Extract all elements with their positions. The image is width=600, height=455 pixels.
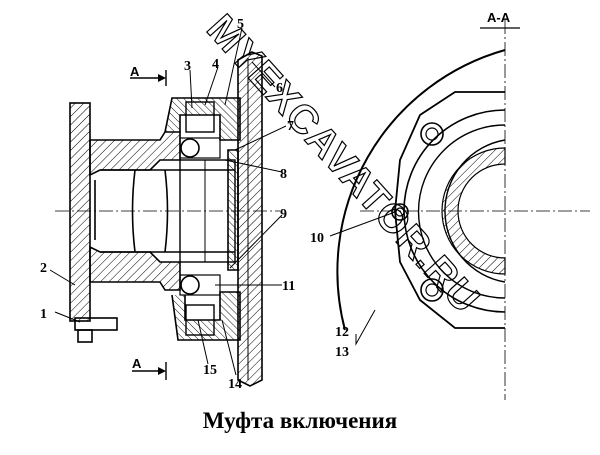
end-view-a-a [336,20,590,400]
callout-10: 10 [310,231,324,246]
callout-5: 5 [237,17,244,32]
top-piston [185,101,215,133]
callout-8: 8 [280,167,287,182]
callout-11: 11 [282,279,295,294]
bolt-head-bottom [420,278,444,302]
top-bearing-ball [180,138,200,158]
outer-disc-arc [336,49,506,331]
bottom-bearing-ball [180,275,200,295]
callout-2: 2 [40,261,47,276]
left-flange [69,102,91,322]
callout-13: 13 [335,345,349,360]
hub-top-wall [89,131,181,177]
clutch-section-view [55,51,280,387]
callout-12: 12 [335,325,349,340]
callout-4: 4 [212,57,219,72]
hub-bottom-wall [89,245,181,291]
diagram-caption: Муфта включения [202,408,398,433]
callout-3: 3 [184,59,191,74]
bolt-head-top [420,122,444,146]
callout-9: 9 [280,207,287,222]
callout-14: 14 [228,377,242,392]
section-mark-a-top: A [130,64,140,79]
section-marker-bottom: A [132,356,167,380]
pin [74,317,118,331]
bolt-head-middle [391,203,409,221]
callout-labels: 1 2 3 4 5 6 7 8 9 10 11 12 13 14 15 [40,17,349,392]
section-marker-top: A [130,64,167,86]
leader-lines [49,27,396,376]
pressure-plate [237,51,263,387]
callout-6: 6 [276,81,283,96]
bottom-piston [185,304,215,336]
callout-15: 15 [203,363,217,378]
section-title-a-a: A-A [487,10,511,25]
callout-7: 7 [287,119,294,134]
callout-1: 1 [40,307,47,322]
section-mark-a-bottom: A [132,356,142,371]
